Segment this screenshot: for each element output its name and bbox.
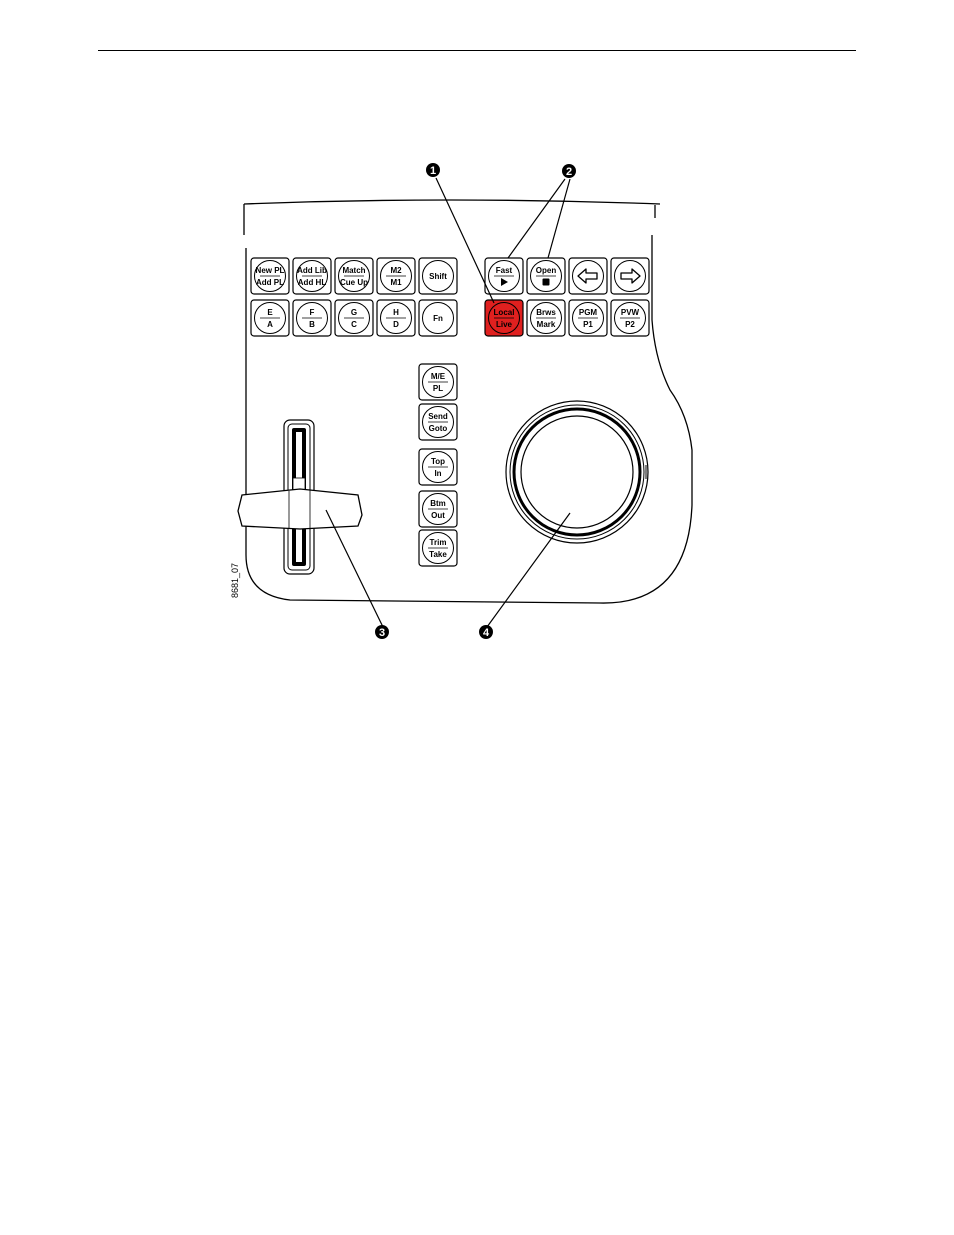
callout-1: 1 bbox=[426, 163, 440, 177]
stop-icon bbox=[542, 278, 550, 286]
key-e-bottom-label: A bbox=[267, 320, 273, 329]
key-m2-bottom-label: M1 bbox=[390, 278, 402, 287]
tbar-fader[interactable] bbox=[237, 419, 363, 575]
key-send-bottom-label: Goto bbox=[429, 424, 448, 433]
key-open-top-label: Open bbox=[536, 266, 557, 275]
key-local-top-label: Local bbox=[494, 308, 515, 317]
callout-leaders bbox=[325, 177, 571, 628]
key-me-top-label: M/E bbox=[431, 372, 446, 381]
key-fast-top-label: Fast bbox=[496, 266, 513, 275]
key-pgm[interactable]: PGM P1 bbox=[568, 299, 608, 337]
key-fast[interactable]: Fast bbox=[484, 257, 524, 295]
key-new-pl-top-label: New PL bbox=[256, 266, 285, 275]
key-top-top-label: Top bbox=[431, 457, 445, 466]
key-add-lib-bottom-label: Add HL bbox=[298, 278, 327, 287]
key-g-bottom-label: C bbox=[351, 320, 357, 329]
svg-text:4: 4 bbox=[483, 627, 490, 639]
svg-text:1: 1 bbox=[430, 165, 436, 177]
key-trim-bottom-label: Take bbox=[429, 550, 447, 559]
key-f-bottom-label: B bbox=[309, 320, 315, 329]
key-pvw-top-label: PVW bbox=[621, 308, 640, 317]
svg-text:2: 2 bbox=[566, 166, 572, 178]
key-open[interactable]: Open bbox=[526, 257, 566, 295]
key-pvw-bottom-label: P2 bbox=[625, 320, 635, 329]
key-trim-top-label: Trim bbox=[430, 538, 447, 547]
key-new-pl-bottom-label: Add PL bbox=[256, 278, 284, 287]
key-shift-label: Shift bbox=[429, 272, 447, 281]
key-brws-top-label: Brws bbox=[536, 308, 556, 317]
key-h-top-label: H bbox=[393, 308, 399, 317]
svg-text:3: 3 bbox=[379, 627, 385, 639]
key-right[interactable] bbox=[610, 257, 650, 295]
key-btm-bottom-label: Out bbox=[431, 511, 445, 520]
key-me-bottom-label: PL bbox=[433, 384, 443, 393]
key-pgm-top-label: PGM bbox=[579, 308, 598, 317]
key-e[interactable]: EA bbox=[250, 299, 290, 337]
panel-top-edge bbox=[243, 199, 661, 205]
panel-outline bbox=[243, 204, 693, 604]
key-match-top-label: Match bbox=[342, 266, 365, 275]
key-new-pl[interactable]: New PL Add PL bbox=[250, 257, 290, 295]
key-f[interactable]: FB bbox=[292, 299, 332, 337]
key-add-lib-top-label: Add Lib bbox=[297, 266, 327, 275]
key-brws-bottom-label: Mark bbox=[537, 320, 556, 329]
key-fn-label: Fn bbox=[433, 314, 443, 323]
key-pvw[interactable]: PVW P2 bbox=[610, 299, 650, 337]
key-g[interactable]: GC bbox=[334, 299, 374, 337]
key-pgm-bottom-label: P1 bbox=[583, 320, 593, 329]
key-h-bottom-label: D bbox=[393, 320, 399, 329]
key-h[interactable]: HD bbox=[376, 299, 416, 337]
jog-wheel[interactable] bbox=[505, 400, 649, 544]
key-top-bottom-label: In bbox=[434, 469, 441, 478]
key-f-top-label: F bbox=[310, 308, 315, 317]
callout-4: 4 bbox=[479, 625, 493, 639]
key-me[interactable]: M/E PL bbox=[418, 363, 458, 401]
header-rule bbox=[98, 50, 856, 51]
figure-id: 8681_07 bbox=[230, 563, 240, 598]
right-arrow-icon bbox=[620, 268, 641, 284]
key-m2-top-label: M2 bbox=[390, 266, 402, 275]
key-btm-top-label: Btm bbox=[430, 499, 446, 508]
key-left[interactable] bbox=[568, 257, 608, 295]
key-match-bottom-label: Cue Up bbox=[340, 278, 368, 287]
callout-3: 3 bbox=[375, 625, 389, 639]
key-shift[interactable]: Shift bbox=[418, 257, 458, 295]
key-local-bottom-label: Live bbox=[496, 320, 513, 329]
key-fn[interactable]: Fn bbox=[418, 299, 458, 337]
key-send-top-label: Send bbox=[428, 412, 448, 421]
key-g-top-label: G bbox=[351, 308, 357, 317]
key-e-top-label: E bbox=[267, 308, 273, 317]
play-icon bbox=[501, 278, 508, 286]
left-arrow-icon bbox=[577, 268, 598, 284]
callout-2: 2 bbox=[562, 164, 576, 178]
